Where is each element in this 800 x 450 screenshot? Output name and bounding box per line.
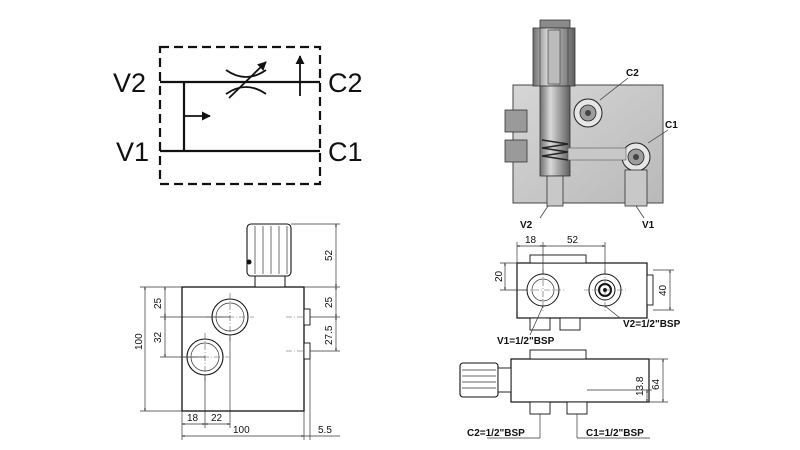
dim-front-27-5: 27.5 bbox=[324, 325, 335, 345]
side-view-port-c2 bbox=[529, 401, 551, 415]
front-view: 100 25 32 52 25 27.5 18 22 100 5.5 bbox=[134, 223, 340, 440]
section-v2-label: V2 bbox=[520, 220, 533, 231]
dim-front-18: 18 bbox=[187, 413, 199, 424]
dim-front-25-right: 25 bbox=[324, 296, 335, 308]
knob-cap bbox=[539, 19, 571, 29]
dim-top-18: 18 bbox=[525, 235, 537, 246]
top-view-fitting-2 bbox=[559, 317, 581, 331]
section-v1-label: V1 bbox=[642, 220, 655, 231]
adjustable-arrow bbox=[228, 61, 267, 99]
dim-top-52: 52 bbox=[567, 235, 579, 246]
top-v2-label: V2=1/2"BSP bbox=[623, 319, 681, 330]
port-v1-label: V1 bbox=[116, 137, 149, 167]
top-v1-label: V1=1/2"BSP bbox=[497, 336, 555, 347]
top-view-block bbox=[516, 262, 648, 319]
dim-side-64: 64 bbox=[651, 378, 662, 390]
throttle-upper-arc bbox=[225, 69, 267, 78]
dim-top-40: 40 bbox=[658, 284, 669, 296]
dim-front-52: 52 bbox=[324, 249, 335, 261]
left-plug-upper bbox=[504, 109, 528, 133]
side-view-port-c1 bbox=[566, 401, 588, 415]
dim-front-22: 22 bbox=[211, 413, 223, 424]
spring bbox=[541, 139, 569, 161]
side-view: 13.8 64 C2=1/2"BSP C1=1/2"BSP bbox=[459, 349, 668, 439]
section-c1-label: C1 bbox=[665, 120, 678, 131]
side-fitting-lower bbox=[303, 342, 311, 360]
side-view-knob bbox=[459, 362, 499, 398]
knob-hex bbox=[254, 275, 286, 288]
section-c2-label: C2 bbox=[626, 68, 639, 79]
dim-front-height: 100 bbox=[134, 333, 145, 350]
side-fitting-upper bbox=[303, 308, 311, 326]
dim-front-32: 32 bbox=[153, 331, 164, 343]
hydraulic-schematic: V2 V1 C2 C1 bbox=[113, 45, 363, 186]
top-view: 18 52 20 40 V1=1/2"BSP V2=1/2"BSP bbox=[494, 235, 681, 347]
top-view-fitting-1 bbox=[529, 317, 551, 331]
cartridge-body bbox=[539, 85, 571, 177]
internal-passage bbox=[567, 147, 627, 161]
side-c1-label: C1=1/2"BSP bbox=[586, 428, 644, 439]
section-view: C2 C1 V2 V1 bbox=[504, 19, 678, 231]
front-view-knob bbox=[246, 223, 292, 277]
side-view-block bbox=[510, 358, 650, 403]
left-plug-lower bbox=[504, 139, 528, 163]
dim-top-20: 20 bbox=[494, 270, 505, 282]
top-view-knob-hex bbox=[529, 254, 587, 264]
dim-front-width: 100 bbox=[233, 425, 250, 436]
front-view-block bbox=[181, 286, 305, 412]
side-view-knob-hex bbox=[497, 367, 512, 393]
side-view-top-fitting bbox=[529, 349, 587, 360]
v1-port-bore bbox=[624, 169, 648, 207]
v2-port-bore bbox=[546, 175, 564, 207]
side-c2-label: C2=1/2"BSP bbox=[467, 428, 525, 439]
schematic-envelope bbox=[158, 45, 322, 186]
dim-front-25-left: 25 bbox=[153, 297, 164, 309]
port-c1-label: C1 bbox=[328, 137, 363, 167]
dim-front-5-5: 5.5 bbox=[318, 425, 332, 436]
port-c2-label: C2 bbox=[328, 68, 363, 98]
dim-side-13-8: 13.8 bbox=[635, 376, 646, 396]
throttle-lower-arc bbox=[225, 86, 267, 95]
port-v2-label: V2 bbox=[113, 68, 146, 98]
top-view-side-fitting bbox=[646, 274, 654, 306]
